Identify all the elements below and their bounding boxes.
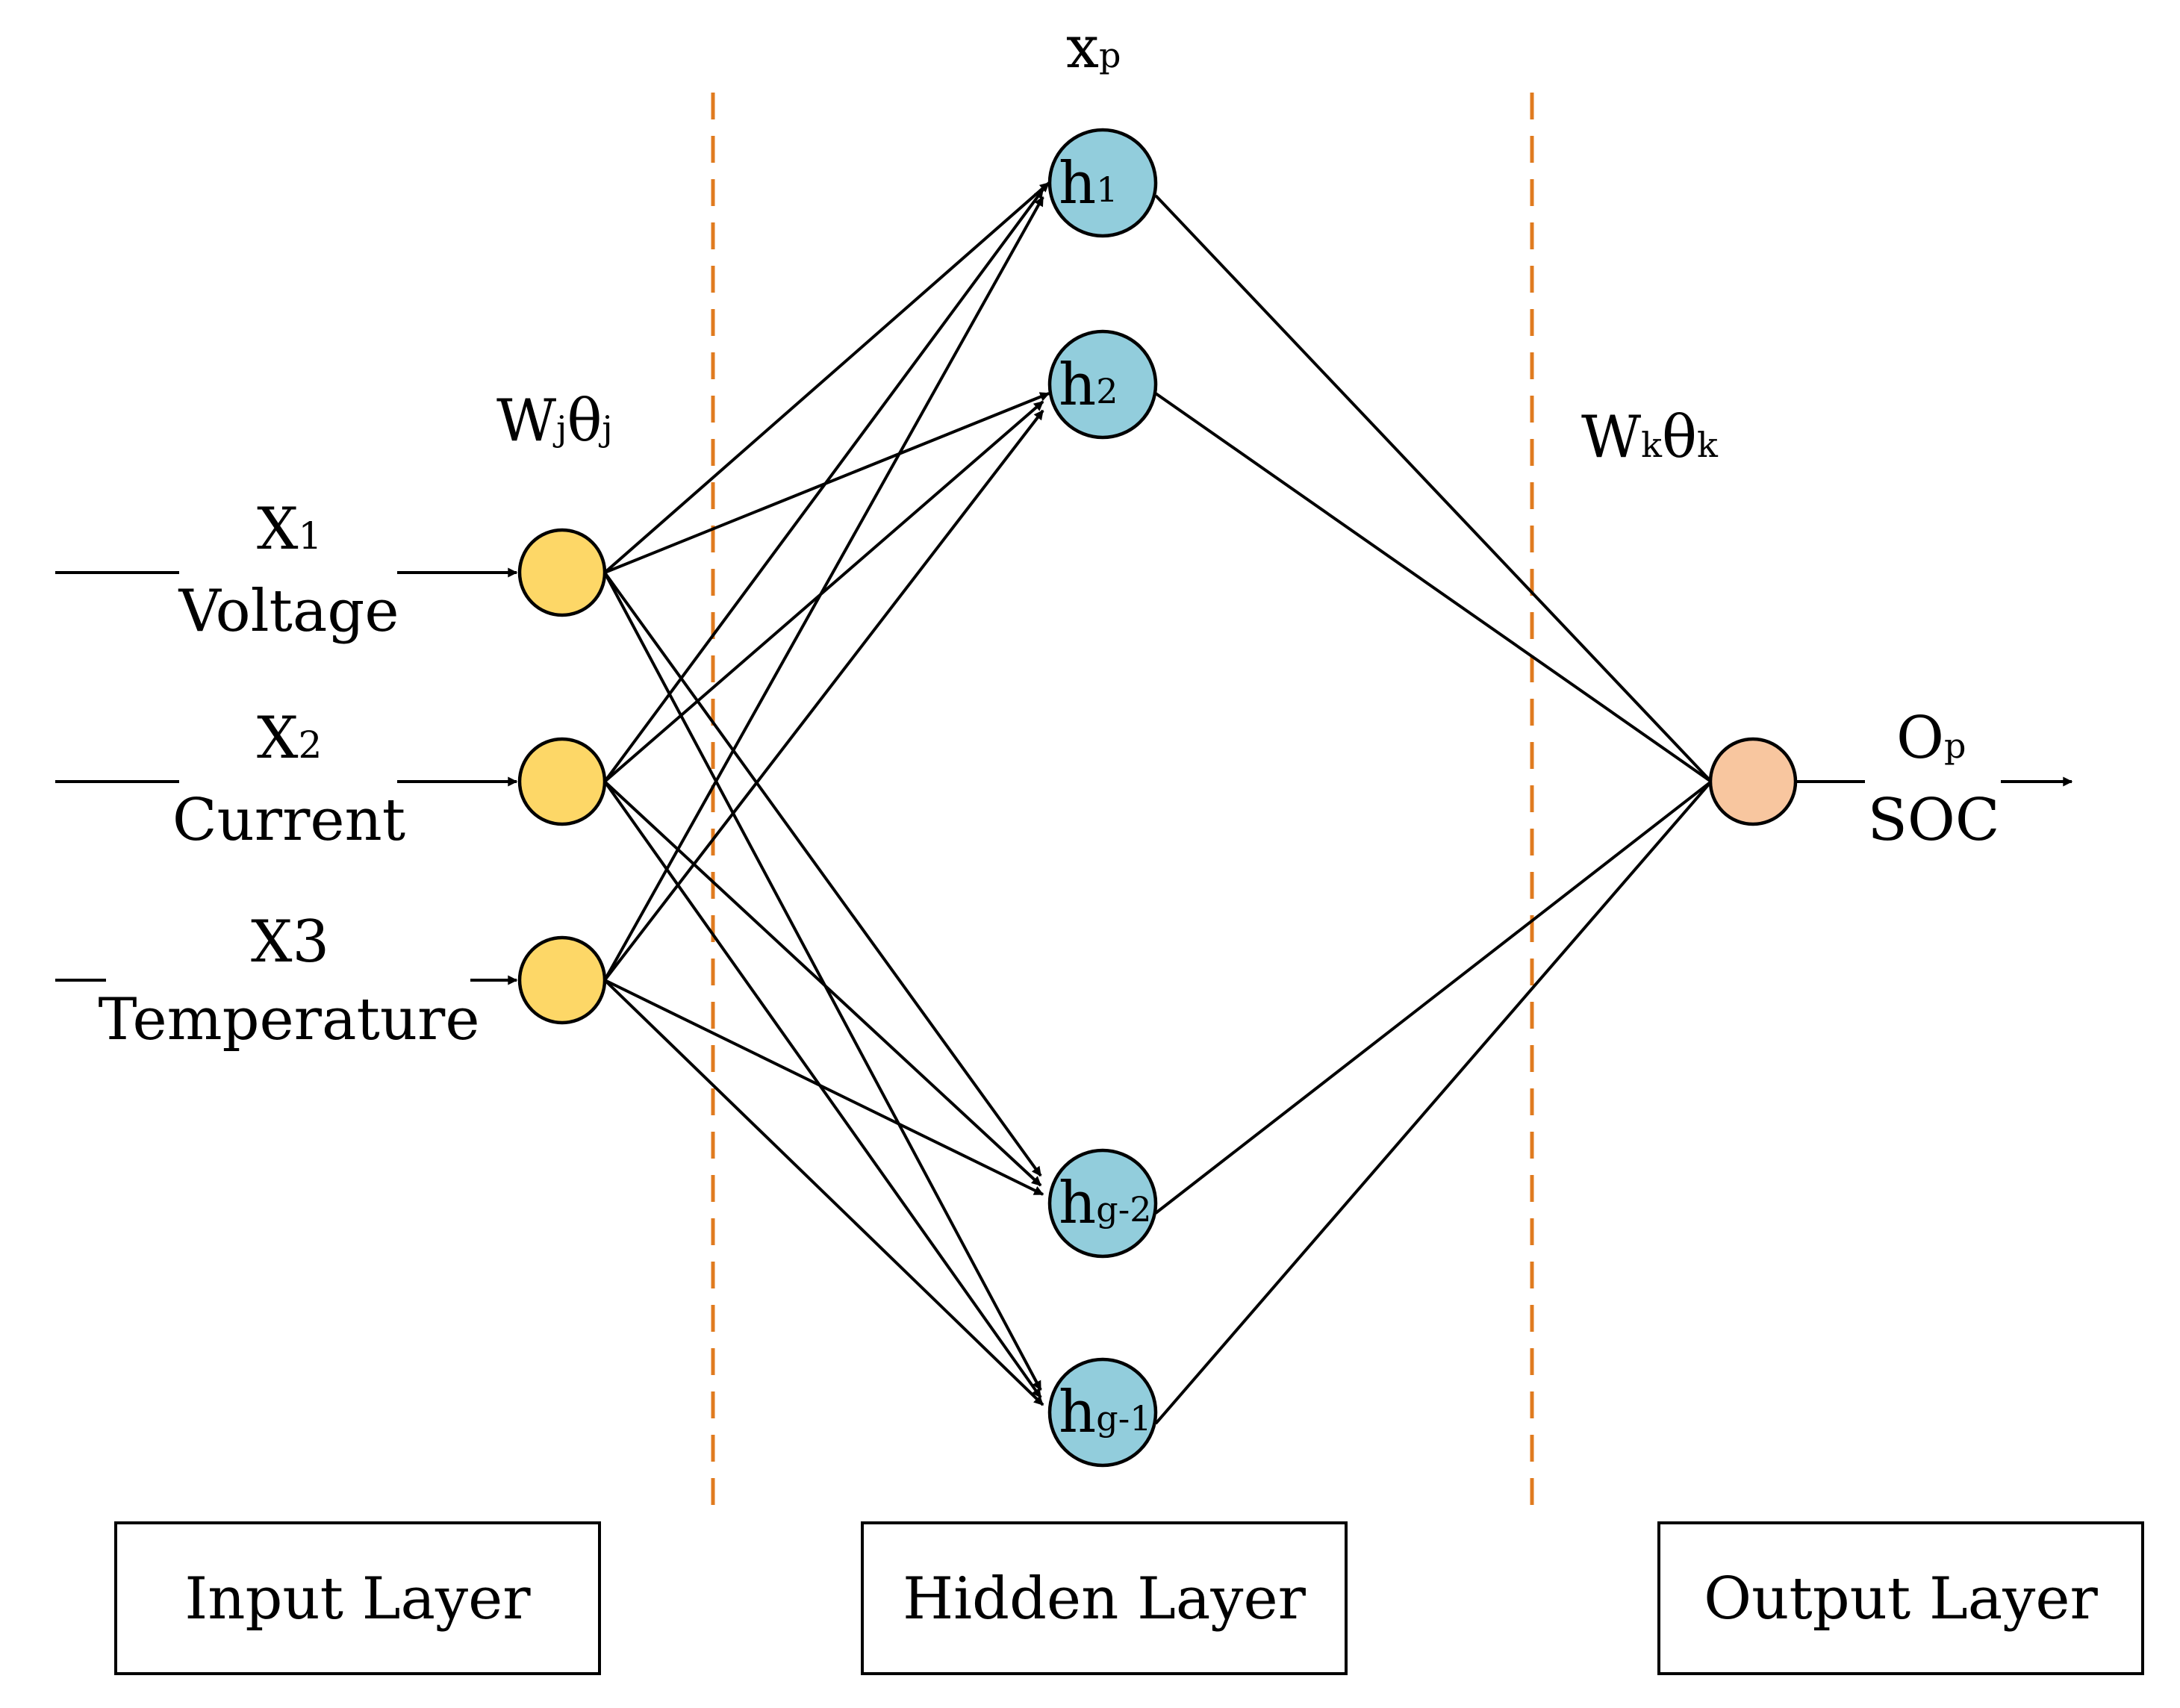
input-node-2 xyxy=(517,737,607,826)
hidden-layer-label: xp xyxy=(1066,14,1121,81)
hidden-node-h1 xyxy=(1047,128,1158,238)
hidden-node-hg1-label: hg-1 xyxy=(1059,1379,1152,1446)
output-node xyxy=(1708,737,1798,826)
input-3-symbol: X3 xyxy=(251,908,329,976)
edge-x3-hg1 xyxy=(603,979,1044,1406)
edge-x3-h1 xyxy=(603,196,1044,981)
output-symbol: Op xyxy=(1896,705,1966,772)
edge-h2-out xyxy=(1154,392,1713,783)
edge-x1-h1 xyxy=(603,181,1050,574)
edge-h1-out xyxy=(1154,194,1713,783)
output-layer-title: Output Layer xyxy=(1704,1565,2098,1633)
edge-x3-hg2 xyxy=(604,979,1044,1196)
input-1-symbol: X1 xyxy=(257,496,322,563)
input-1-name: Voltage xyxy=(178,578,399,645)
hidden-node-h2 xyxy=(1047,329,1158,440)
edge-x2-h1 xyxy=(603,188,1044,783)
input-3-name: Temperature xyxy=(99,986,480,1053)
input-node-3 xyxy=(517,935,607,1025)
input-2-symbol: X2 xyxy=(257,705,322,772)
input-weight-label: Wjθj xyxy=(496,387,613,455)
input-layer-title: Input Layer xyxy=(184,1565,531,1633)
hidden-node-h1-label: h1 xyxy=(1059,150,1118,217)
hidden-node-hg2-label: hg-2 xyxy=(1059,1170,1152,1237)
edge-x2-hg2 xyxy=(603,780,1042,1187)
edge-x3-h2 xyxy=(603,409,1044,982)
hidden-nodes xyxy=(1047,128,1158,1468)
input-2-name: Current xyxy=(172,787,405,854)
hidden-node-hg2 xyxy=(1047,1148,1158,1259)
output-layer-frame xyxy=(1657,1521,2144,1675)
hidden-layer-title: Hidden Layer xyxy=(903,1565,1307,1633)
input-leads xyxy=(55,567,518,985)
output-weight-label: Wkθk xyxy=(1581,404,1719,471)
hidden-node-hg1 xyxy=(1047,1357,1158,1468)
edge-hg2-out xyxy=(1154,780,1713,1215)
input-layer-box: Input Layer xyxy=(114,1521,601,1675)
edge-x1-hg1 xyxy=(603,572,1042,1391)
edge-x1-hg2 xyxy=(603,571,1042,1177)
input-node-1 xyxy=(517,528,607,617)
input-nodes xyxy=(517,528,607,1025)
edge-hg1-out xyxy=(1154,780,1713,1425)
output-name: SOC xyxy=(1867,787,1999,854)
hidden-layer-frame xyxy=(861,1521,1348,1675)
input-hidden-connections xyxy=(603,181,1050,1406)
hidden-output-connections xyxy=(1154,194,1713,1425)
output-layer-box: Output Layer xyxy=(1657,1521,2144,1675)
input-layer-frame xyxy=(114,1521,601,1675)
hidden-layer-box: Hidden Layer xyxy=(861,1521,1348,1675)
hidden-node-h2-label: h2 xyxy=(1059,352,1118,419)
